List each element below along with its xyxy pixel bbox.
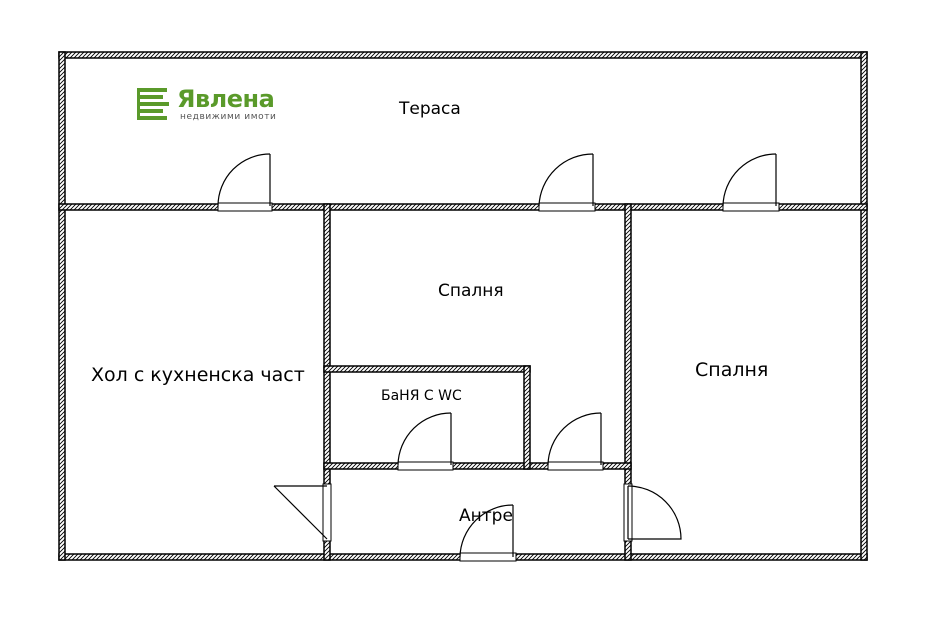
door-entrance [459,504,514,558]
brand-name: Явлена [177,85,275,113]
opening-hall-living [322,483,332,542]
opening-terrace-living [217,202,273,212]
interior-walls [58,203,868,561]
door-swings [217,153,777,558]
door-hall-bedroom-center [547,412,602,466]
door-terrace-bedroom-center [538,153,594,207]
door-hall-living [273,485,328,540]
opening-entrance [459,552,517,562]
wall-bath-right [523,365,531,470]
wall-bath-top [323,365,531,373]
door-terrace-bedroom-right [722,153,777,207]
opening-hall-bedroom-center [547,461,604,471]
room-label-living: Хол с кухненска част [91,364,305,386]
brand-tagline: недвижими имоти [180,112,277,122]
wall-hall-top [323,462,632,470]
outer-walls [58,51,868,561]
door-terrace-living [217,153,271,207]
brand-logo: Явлена недвижими имоти [137,85,287,126]
room-label-bedroom-center: Спалня [438,281,504,301]
wall-right [860,51,868,561]
wall-bedroom-partition [624,203,632,561]
room-label-bedroom-right: Спалня [695,359,769,381]
door-bath [397,412,452,466]
wall-terrace-divider [58,203,868,211]
opening-terrace-bedroom-center [538,202,596,212]
wall-top [58,51,868,59]
room-label-terrace: Тераса [399,99,461,119]
opening-terrace-bedroom-right [722,202,780,212]
opening-bath [397,461,454,471]
room-label-hall: Антре [459,506,513,526]
room-label-bathroom: БаНЯ С WC [381,388,462,404]
wall-left [58,51,66,561]
door-hall-bedroom-right [627,485,682,540]
wall-living-partition [323,203,331,561]
logo-mark-icon [137,88,169,120]
